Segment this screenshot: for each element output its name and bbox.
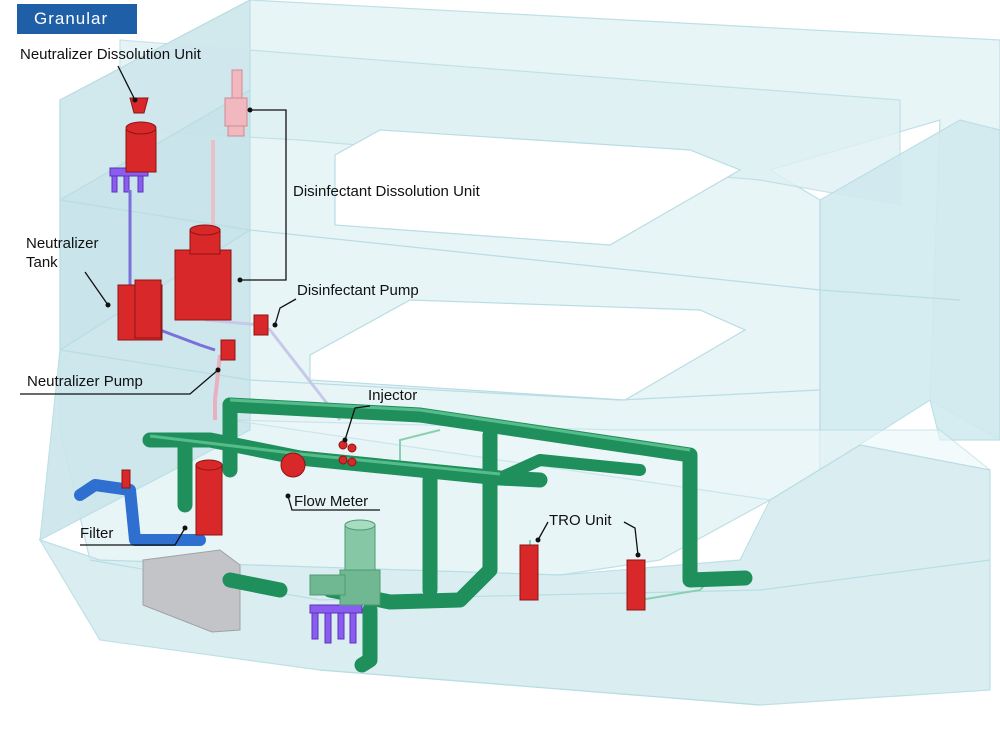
label-tro-unit: TRO Unit [549,512,612,529]
leader-dots [105,97,641,558]
label-neutralizer-pump: Neutralizer Pump [27,373,143,390]
main-piping [142,397,753,673]
inlet-piping [74,479,206,546]
pump-motor [309,519,381,606]
red-equipment [117,97,646,611]
label-flow-meter: Flow Meter [294,493,369,510]
label-neutralizer-tank-line1: Neutralizer [26,235,99,252]
label-injector: Injector [368,387,418,404]
foundation-block [142,549,241,633]
pipe-highlights [149,398,691,476]
label-neutralizer-dissolution-unit: Neutralizer Dissolution Unit [20,46,201,63]
hull-body [38,0,1000,706]
label-neutralizer-tank-line2: Tank [26,254,58,271]
disinfectant-dissolution-unit-shape [224,69,248,137]
category-badge: Granular [17,4,137,34]
label-filter: Filter [80,525,114,542]
leader-lines [20,65,639,556]
deck-openings [309,129,747,401]
label-disinfectant-pump: Disinfectant Pump [297,282,419,299]
label-disinfectant-dissolution-unit: Disinfectant Dissolution Unit [293,183,480,200]
